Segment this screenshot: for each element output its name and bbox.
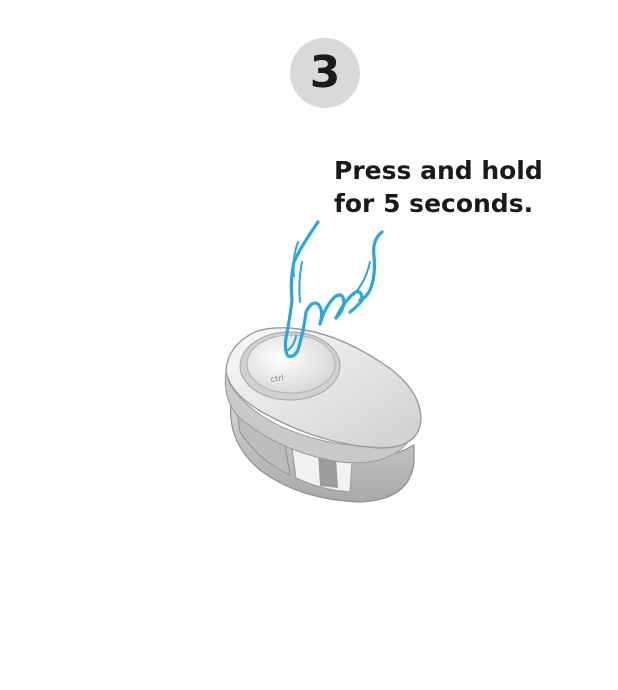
instruction-line-2: for 5 seconds.	[334, 189, 534, 218]
instruction-text: Press and hold for 5 seconds.	[334, 154, 594, 220]
instruction-line-1: Press and hold	[334, 156, 543, 185]
clip-device-icon: ctrl	[224, 327, 422, 503]
step-badge: 3	[290, 38, 360, 108]
button-mark: ctrl	[270, 373, 284, 384]
step-number: 3	[309, 47, 341, 98]
hand-icon	[283, 220, 384, 358]
